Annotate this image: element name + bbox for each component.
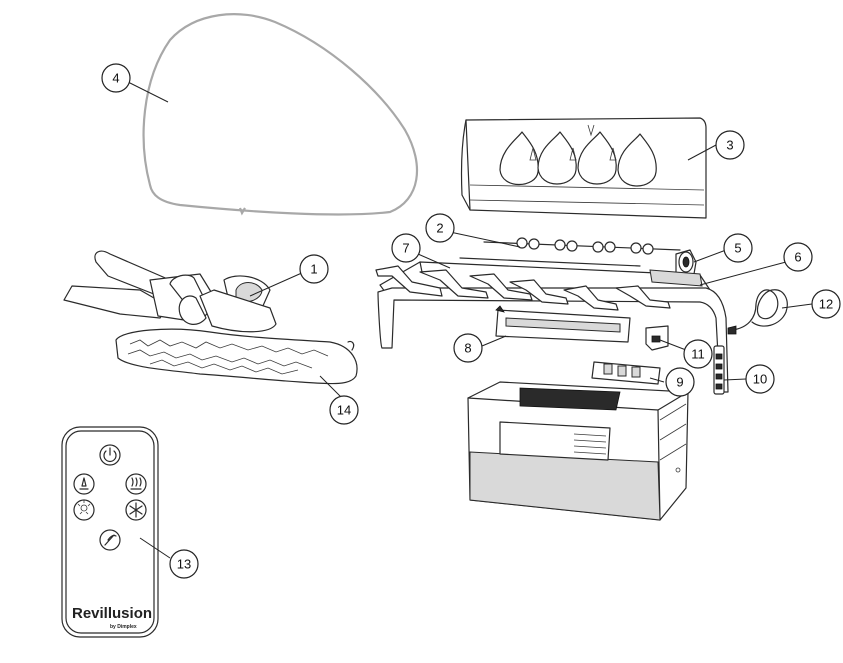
light-strip <box>495 305 631 343</box>
glass-pane <box>142 13 419 216</box>
callout-7: 7 <box>391 233 421 263</box>
callout-12: 12 <box>811 289 841 319</box>
light-button-icon <box>73 499 95 521</box>
callout-5-label: 5 <box>734 241 741 256</box>
flame-rod <box>483 237 681 255</box>
firebox-housing <box>467 381 689 521</box>
sensor-module <box>645 325 669 351</box>
motor <box>675 249 697 277</box>
callout-3-label: 3 <box>726 138 733 153</box>
remote-brand-logo: Revillusion <box>72 605 152 622</box>
ember-bed-frame <box>375 257 729 393</box>
callout-4-label: 4 <box>112 71 119 86</box>
timer-button-icon <box>99 529 121 551</box>
callout-10: 10 <box>745 364 775 394</box>
callout-14-label: 14 <box>337 403 351 418</box>
callout-13-label: 13 <box>177 557 191 572</box>
callout-9-label: 9 <box>676 375 683 390</box>
callout-6-label: 6 <box>794 250 801 265</box>
remote-control: Revillusion by Dimplex <box>61 426 159 638</box>
callout-11: 11 <box>683 339 713 369</box>
callout-1-label: 1 <box>310 262 317 277</box>
log-set <box>63 250 277 333</box>
callout-9: 9 <box>665 367 695 397</box>
flame-button-icon <box>73 473 95 495</box>
callout-10-label: 10 <box>753 372 767 387</box>
control-panel <box>713 345 725 395</box>
callout-4: 4 <box>101 63 131 93</box>
callout-2-label: 2 <box>436 221 443 236</box>
power-cord <box>727 289 788 335</box>
leader-lines <box>127 81 813 559</box>
callout-8-label: 8 <box>464 341 471 356</box>
callout-2: 2 <box>425 213 455 243</box>
flame-back-panel <box>460 117 707 219</box>
callout-7-label: 7 <box>402 241 409 256</box>
callout-12-label: 12 <box>819 297 833 312</box>
ember-bed <box>115 328 358 385</box>
callout-11-label: 11 <box>691 347 705 362</box>
callout-6: 6 <box>783 242 813 272</box>
control-board <box>591 361 661 385</box>
callout-3: 3 <box>715 130 745 160</box>
power-button-icon <box>99 444 121 466</box>
callout-1: 1 <box>299 254 329 284</box>
heat-button-icon <box>125 473 147 495</box>
callout-5: 5 <box>723 233 753 263</box>
callout-14: 14 <box>329 395 359 425</box>
callout-8: 8 <box>453 333 483 363</box>
snowflake-button-icon <box>125 499 147 521</box>
callout-13: 13 <box>169 549 199 579</box>
remote-brand-sub: by Dimplex <box>110 624 137 630</box>
